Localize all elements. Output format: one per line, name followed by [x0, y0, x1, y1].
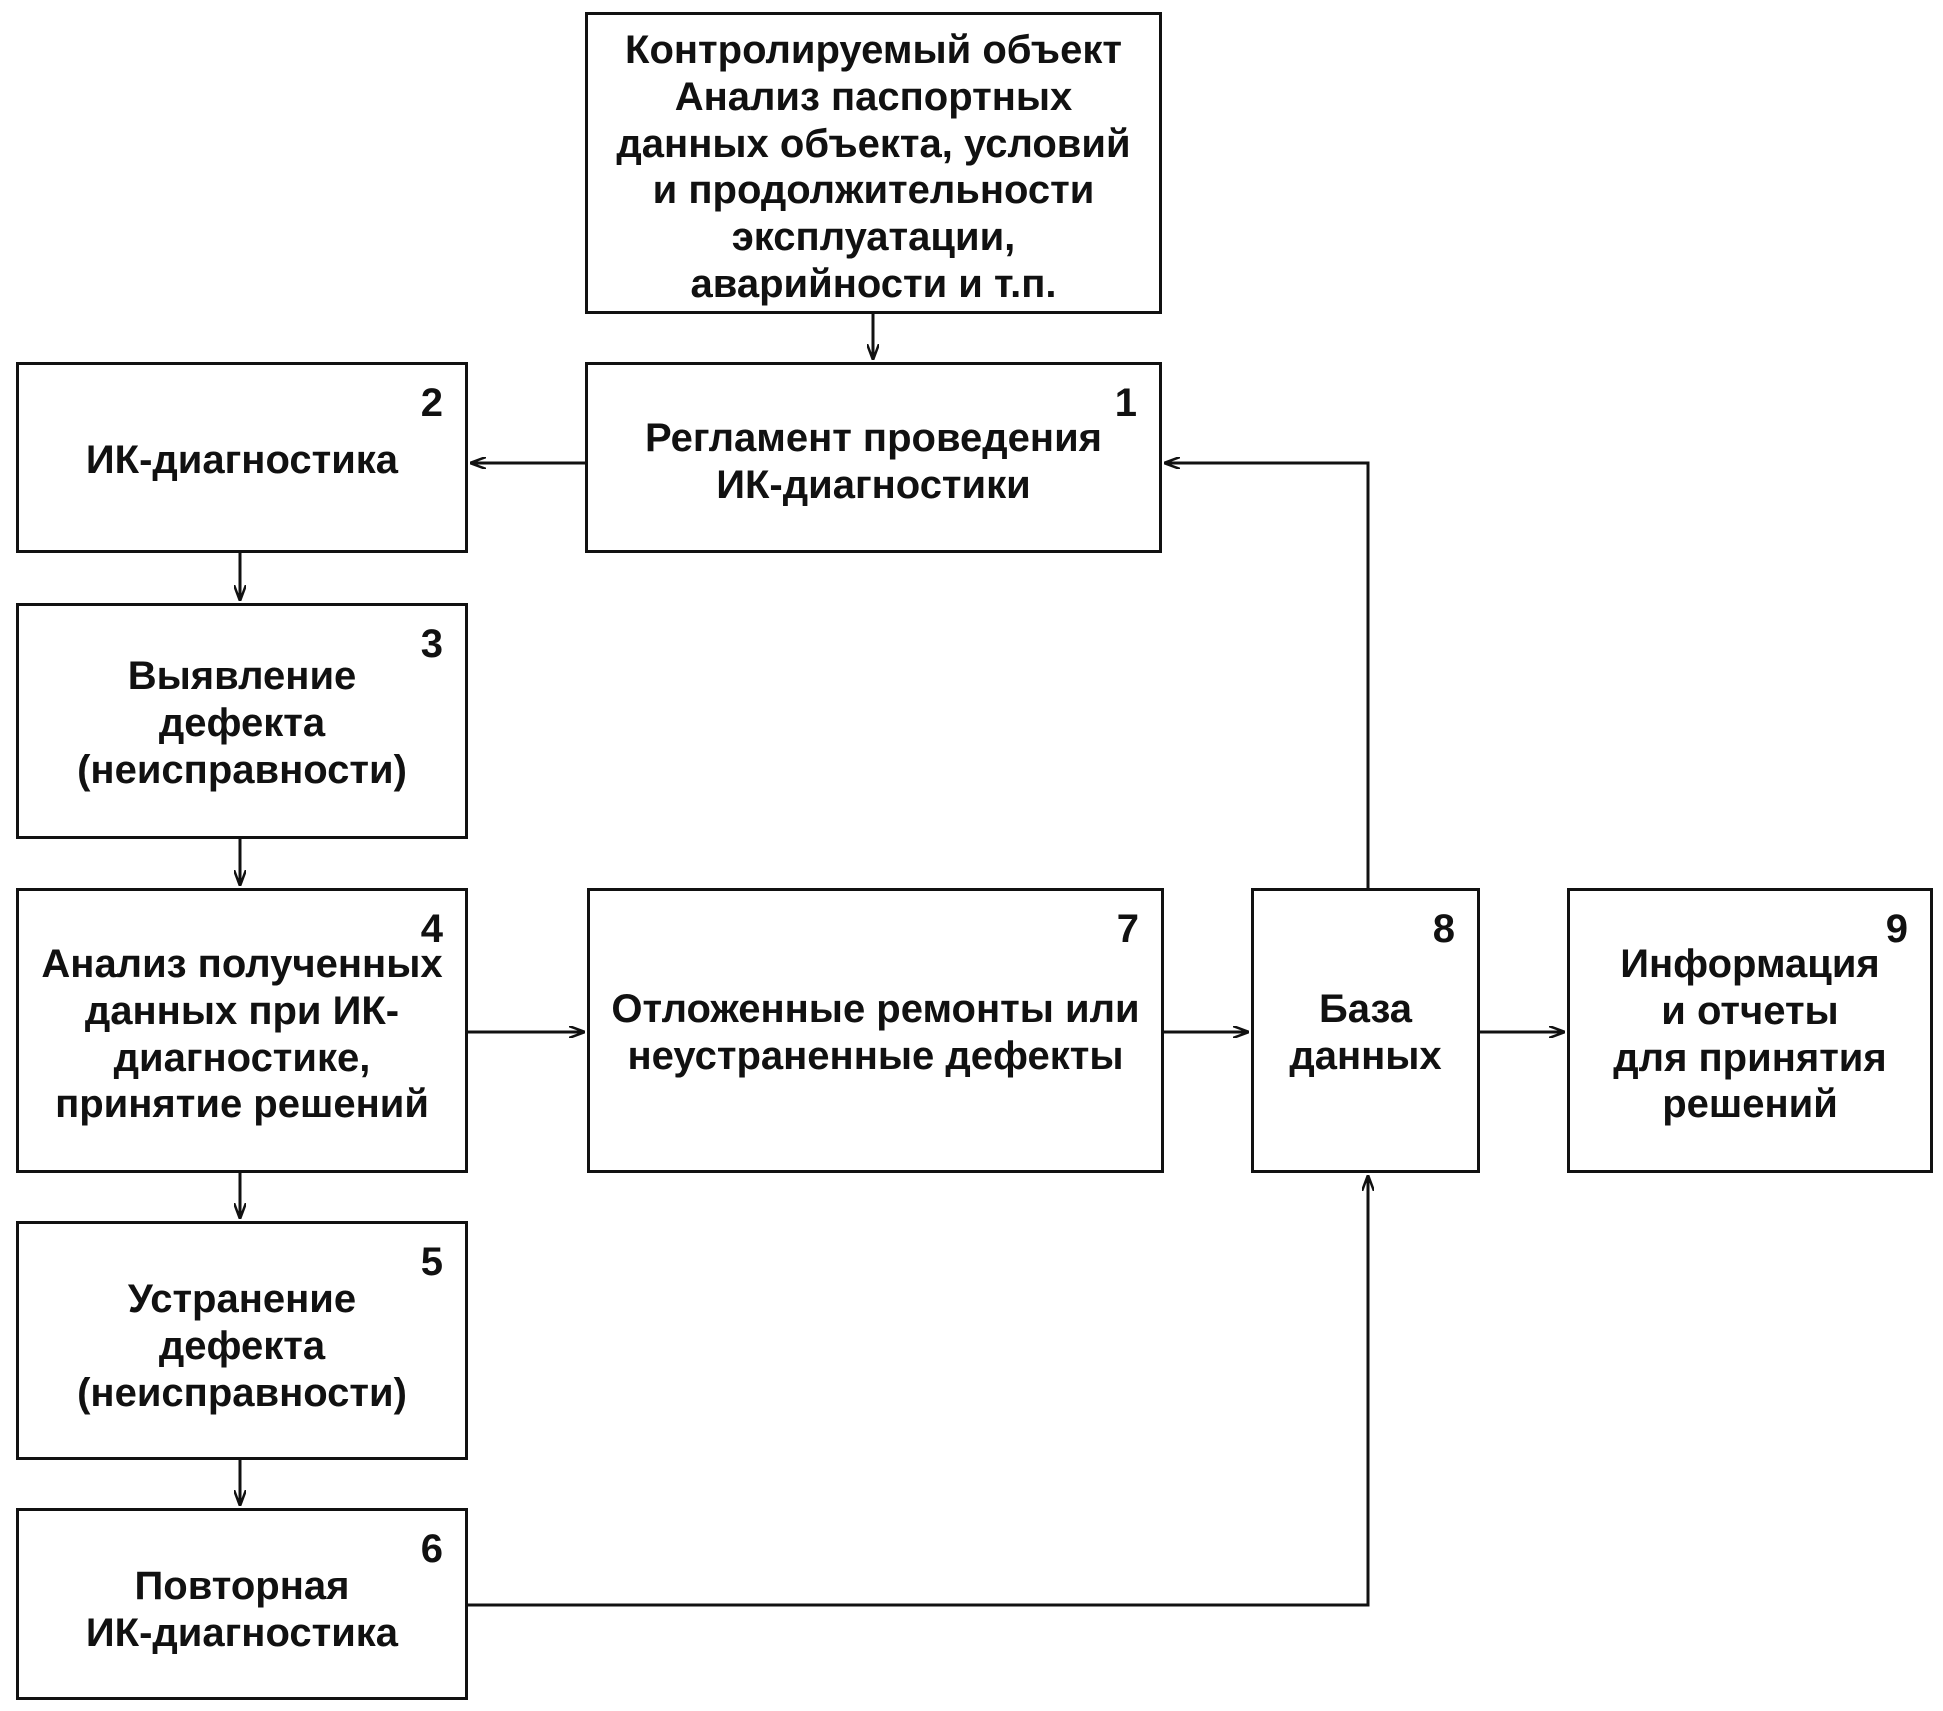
block-8-database: 8 База данных — [1251, 888, 1480, 1173]
block-2-ir-diagnostics: 2 ИК-диагностика — [16, 362, 468, 553]
block-3-text: Выявление дефекта (неисправности) — [77, 654, 407, 792]
block-2-text: ИК-диагностика — [85, 438, 399, 482]
block-5-defect-elimination: 5 Устранение дефекта (неисправности) — [16, 1221, 468, 1460]
block-controlled-object-text: Контролируемый объект Анализ паспортных … — [616, 28, 1131, 306]
block-4-text: Анализ полученных данных при ИК- диагнос… — [41, 942, 443, 1127]
block-7-number: 7 — [1116, 907, 1139, 951]
block-9-text: Информация и отчеты для принятия решений — [1613, 942, 1887, 1127]
block-5-text: Устранение дефекта (неисправности) — [77, 1277, 407, 1415]
block-1-text: Регламент проведения ИК-диагностики — [644, 416, 1102, 507]
block-6-text: Повторная ИК-диагностика — [85, 1564, 399, 1655]
block-8-text: База данных — [1289, 987, 1442, 1078]
block-7-postponed-repairs: 7 Отложенные ремонты или неустраненные д… — [587, 888, 1164, 1173]
block-controlled-object: Контролируемый объект Анализ паспортных … — [585, 12, 1162, 314]
arrow-block-6-to-block-8 — [468, 1176, 1368, 1607]
block-5-number: 5 — [420, 1240, 443, 1284]
block-2-number: 2 — [420, 381, 443, 425]
block-6-number: 6 — [420, 1527, 443, 1571]
block-4-data-analysis: 4 Анализ полученных данных при ИК- диагн… — [16, 888, 468, 1173]
block-3-defect-detection: 3 Выявление дефекта (неисправности) — [16, 603, 468, 839]
block-8-number: 8 — [1432, 907, 1455, 951]
arrow-block-8-to-block-1 — [1165, 463, 1370, 888]
block-9-number: 9 — [1885, 907, 1908, 951]
block-1-inspection-regulations: 1 Регламент проведения ИК-диагностики — [585, 362, 1162, 553]
block-1-number: 1 — [1114, 381, 1137, 425]
block-9-reports: 9 Информация и отчеты для принятия решен… — [1567, 888, 1933, 1173]
block-3-number: 3 — [420, 622, 443, 666]
block-6-repeat-diagnostics: 6 Повторная ИК-диагностика — [16, 1508, 468, 1700]
block-4-number: 4 — [420, 907, 443, 951]
block-7-text: Отложенные ремонты или неустраненные деф… — [611, 987, 1140, 1078]
